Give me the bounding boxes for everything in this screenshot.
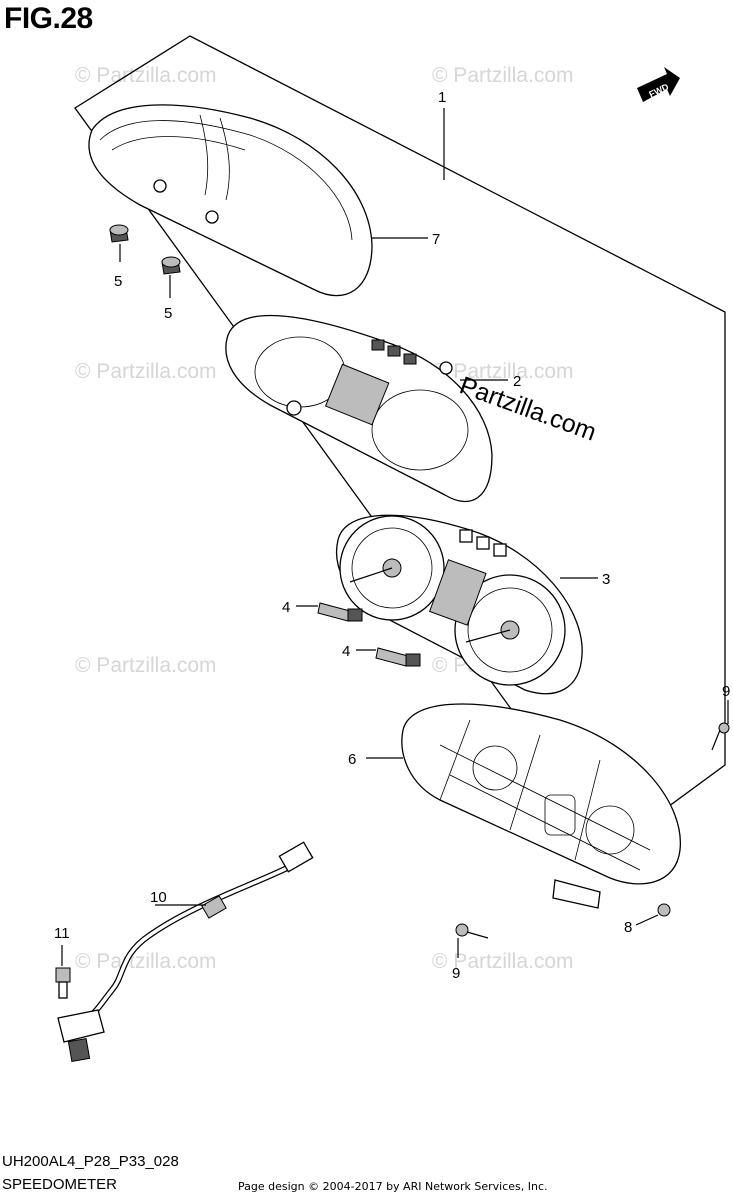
watermark: © Partzilla.com (432, 950, 574, 973)
meter-face-part (336, 514, 583, 695)
figure-code: UH200AL4_P28_P33_028 (2, 1153, 179, 1170)
callout-number: 2 (513, 373, 521, 390)
screw-part (657, 903, 671, 917)
nut-part (109, 224, 129, 243)
callout-number: 10 (150, 889, 167, 906)
bolt-part (55, 967, 71, 999)
screw-part (455, 923, 489, 939)
leader-lines (61, 108, 729, 966)
nut-part (161, 256, 181, 275)
callout-number: 11 (54, 925, 70, 942)
lower-case-part (401, 703, 681, 909)
callout-number: 5 (164, 305, 172, 322)
copyright-text: Page design © 2004-2017 by ARI Network S… (238, 1180, 548, 1193)
callout-number: 5 (114, 273, 122, 290)
screw-part (711, 722, 730, 751)
callout-number: 1 (438, 89, 446, 106)
callout-number: 9 (722, 683, 730, 700)
watermark: © Partzilla.com (75, 360, 217, 383)
watermark: © Partzilla.com (432, 64, 574, 87)
meter-cover-part (88, 104, 373, 297)
fwd-arrow-icon: FWD (637, 67, 680, 102)
callout-number: 6 (348, 751, 356, 768)
watermark: © Partzilla.com (75, 654, 217, 677)
callout-number: 8 (624, 919, 632, 936)
watermark: © Partzilla.com (432, 360, 574, 383)
callout-number: 4 (282, 599, 290, 616)
callout-number: 7 (432, 231, 440, 248)
upper-case-part (225, 314, 493, 503)
callout-number: 9 (452, 965, 460, 982)
callout-number: 4 (342, 643, 350, 660)
figure-name: SPEEDOMETER (2, 1176, 118, 1193)
watermark: © Partzilla.com (75, 64, 217, 87)
callout-number: 3 (602, 571, 610, 588)
watermark: © Partzilla.com (75, 950, 217, 973)
figure-title: FIG.28 (4, 2, 93, 35)
bulb-part (375, 647, 421, 667)
speed-sensor-part (57, 841, 314, 1062)
bulb-part (317, 602, 363, 622)
callout-group: 1 7 5 5 2 3 4 4 9 6 10 11 8 9 (54, 89, 730, 982)
